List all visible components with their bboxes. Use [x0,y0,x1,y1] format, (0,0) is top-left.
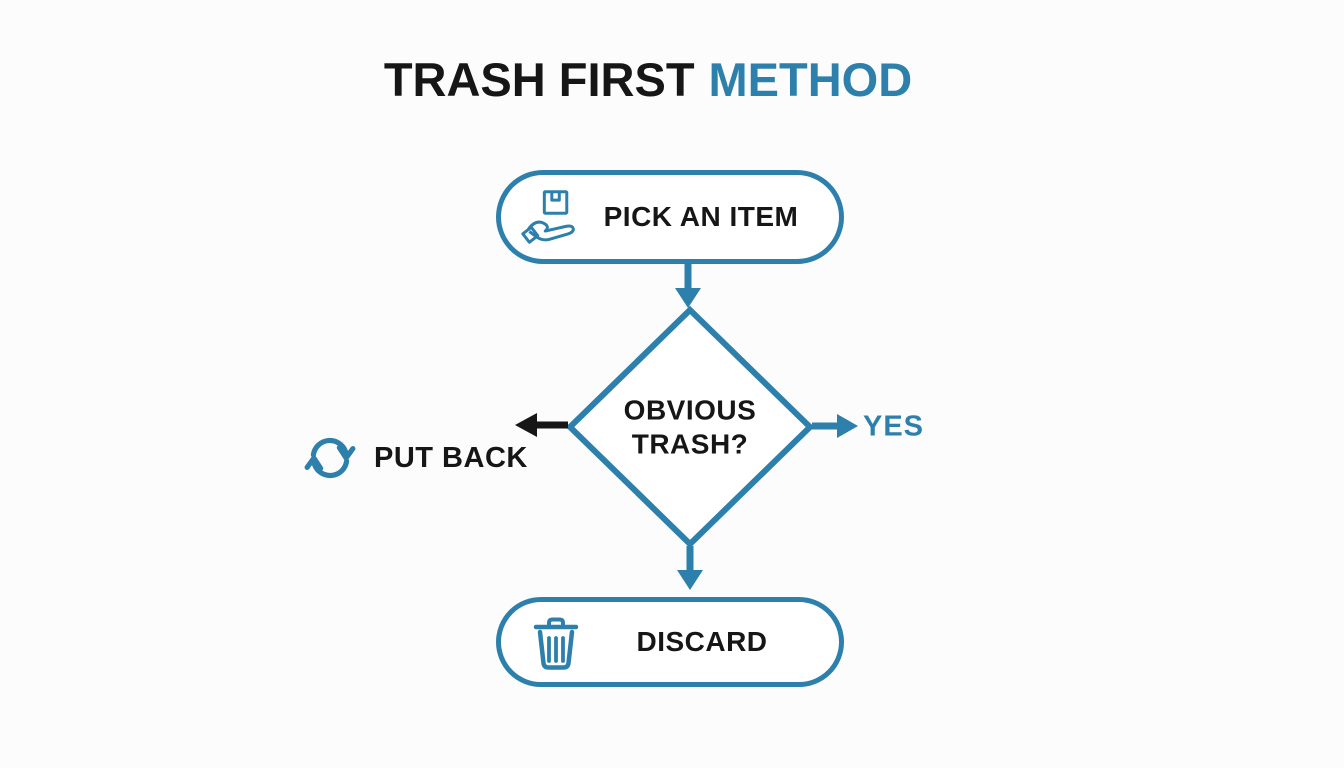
page-title: TRASH FIRST METHOD [384,52,912,107]
decision-diamond [565,305,815,549]
yes-label: YES [863,410,925,443]
decision-label-line1: OBVIOUS [623,394,757,426]
node-discard: DISCARD [496,597,844,687]
put-back-label: PUT BACK [374,441,528,474]
node-discard-label: DISCARD [636,626,768,657]
decision-label-line2: TRASH? [631,428,749,459]
arrow-decision-to-putback [515,413,568,437]
branch-put-back: PUT BACK [303,432,528,484]
arrow-decision-to-end [677,546,703,590]
hand-holding-box-icon [521,190,575,244]
title-text-blue: METHOD [708,53,913,106]
node-decision-label: OBVIOUS TRASH? [624,393,757,460]
arrow-decision-to-yes [812,414,858,438]
refresh-cycle-icon [304,437,356,479]
trash-can-icon [533,617,579,670]
node-pick-an-item: PICK AN ITEM [496,170,844,264]
node-pick-an-item-label: PICK AN ITEM [603,201,799,232]
title-text-black: TRASH FIRST [383,53,695,106]
arrow-start-to-decision [675,264,701,308]
